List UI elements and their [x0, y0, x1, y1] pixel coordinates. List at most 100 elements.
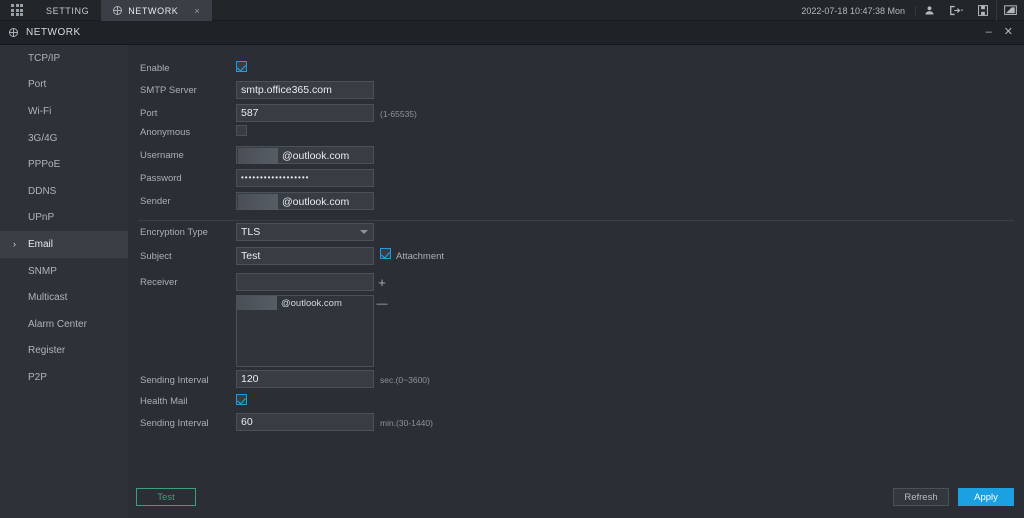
close-icon[interactable]: ×: [194, 5, 201, 16]
tab-network-label: NETWORK: [128, 5, 179, 16]
health-mail-label: Health Mail: [140, 396, 188, 407]
enable-checkbox[interactable]: [236, 61, 247, 72]
sidebar-item-label: Register: [28, 345, 66, 357]
main-panel: Enable SMTP Server Port (1-65535) Anonym…: [128, 45, 1024, 518]
tab-setting[interactable]: SETTING: [34, 0, 101, 21]
sidebar-item-label: Port: [28, 79, 47, 91]
sidebar-item-label: Wi-Fi: [28, 105, 52, 117]
redaction-block: [238, 148, 278, 164]
sender-input[interactable]: @outlook.com: [236, 192, 374, 210]
app-grid-button[interactable]: [0, 0, 34, 20]
display-icon[interactable]: [997, 0, 1024, 21]
receiver-item-value: @outlook.com: [281, 298, 342, 309]
sidebar-item-label: 3G/4G: [28, 132, 58, 144]
sidebar-item-label: PPPoE: [28, 159, 61, 171]
anonymous-checkbox[interactable]: [236, 125, 247, 136]
sidebar-item-upnp[interactable]: UPnP: [0, 205, 128, 232]
sidebar-item-wifi[interactable]: Wi-Fi: [0, 98, 128, 125]
chevron-right-icon: ›: [13, 239, 16, 250]
sidebar-item-label: TCP/IP: [28, 52, 61, 64]
username-value: @outlook.com: [282, 150, 350, 162]
receiver-list[interactable]: @outlook.com: [236, 295, 374, 367]
sidebar-item-label: Email: [28, 238, 54, 250]
encryption-type-label: Encryption Type: [140, 227, 208, 238]
window-controls: – ✕: [986, 27, 1024, 38]
sending-interval-sec-hint: sec.(0~3600): [380, 375, 430, 385]
chevron-down-icon: [360, 230, 368, 234]
refresh-button[interactable]: Refresh: [893, 488, 949, 506]
list-item[interactable]: @outlook.com: [237, 296, 373, 311]
port-hint: (1-65535): [380, 109, 417, 119]
password-input[interactable]: ••••••••••••••••••: [236, 169, 374, 187]
add-receiver-button[interactable]: +: [378, 275, 386, 290]
footer-actions: Test Refresh Apply: [128, 478, 1024, 518]
sender-value: @outlook.com: [282, 196, 350, 208]
tab-setting-label: SETTING: [46, 5, 90, 16]
close-window-icon[interactable]: ✕: [1003, 26, 1013, 38]
sidebar-item-p2p[interactable]: P2P: [0, 364, 128, 391]
user-icon[interactable]: [916, 0, 943, 21]
sidebar-item-label: SNMP: [28, 265, 57, 277]
sidebar-item-port[interactable]: Port: [0, 72, 128, 99]
minimize-icon[interactable]: –: [985, 26, 992, 38]
sidebar-item-3g4g[interactable]: 3G/4G: [0, 125, 128, 152]
sidebar-item-label: UPnP: [28, 212, 55, 224]
receiver-input[interactable]: [236, 273, 374, 291]
attachment-checkbox[interactable]: [380, 248, 391, 259]
sidebar-item-label: Alarm Center: [28, 318, 87, 330]
subject-input[interactable]: [236, 247, 374, 265]
globe-icon: [9, 28, 18, 37]
apply-button[interactable]: Apply: [958, 488, 1014, 506]
sending-interval-min-label: Sending Interval: [140, 418, 209, 429]
globe-icon: [113, 6, 123, 15]
sending-interval-min-hint: min.(30-1440): [380, 418, 433, 428]
top-bar-right: 2022-07-18 10:47:38 Mon: [791, 0, 1024, 21]
smtp-server-input[interactable]: [236, 81, 374, 99]
sidebar-item-snmp[interactable]: SNMP: [0, 258, 128, 285]
sidebar-item-multicast[interactable]: Multicast: [0, 284, 128, 311]
sending-interval-sec-input[interactable]: [236, 370, 374, 388]
receiver-label: Receiver: [140, 277, 178, 288]
section-divider: [138, 220, 1014, 221]
port-label: Port: [140, 108, 158, 119]
sidebar-item-label: Multicast: [28, 292, 68, 304]
smtp-server-label: SMTP Server: [140, 85, 197, 96]
password-value: ••••••••••••••••••: [241, 173, 310, 182]
enable-label: Enable: [140, 63, 170, 74]
email-settings-form: Enable SMTP Server Port (1-65535) Anonym…: [128, 45, 1024, 478]
grid-icon: [11, 4, 23, 16]
window-header: NETWORK – ✕: [0, 21, 1024, 45]
tab-network[interactable]: NETWORK ×: [101, 0, 213, 21]
sidebar-item-ddns[interactable]: DDNS: [0, 178, 128, 205]
password-label: Password: [140, 173, 182, 184]
subject-label: Subject: [140, 251, 172, 262]
sending-interval-min-input[interactable]: [236, 413, 374, 431]
health-mail-checkbox[interactable]: [236, 394, 247, 405]
test-button[interactable]: Test: [136, 488, 196, 506]
remove-receiver-button[interactable]: —: [376, 298, 388, 310]
clock: 2022-07-18 10:47:38 Mon: [791, 5, 916, 16]
sidebar-item-email[interactable]: › Email: [0, 231, 128, 258]
sidebar-item-tcpip[interactable]: TCP/IP: [0, 45, 128, 72]
sending-interval-sec-label: Sending Interval: [140, 375, 209, 386]
sidebar-item-alarm-center[interactable]: Alarm Center: [0, 311, 128, 338]
sidebar-item-label: DDNS: [28, 185, 57, 197]
attachment-label: Attachment: [396, 251, 445, 262]
sidebar-item-register[interactable]: Register: [0, 338, 128, 365]
encryption-type-select[interactable]: TLS: [236, 223, 374, 241]
port-input[interactable]: [236, 104, 374, 122]
logout-icon[interactable]: [943, 0, 970, 21]
anonymous-label: Anonymous: [140, 127, 191, 138]
redaction-block: [238, 194, 278, 210]
sidebar-item-label: P2P: [28, 371, 47, 383]
username-input[interactable]: @outlook.com: [236, 146, 374, 164]
username-label: Username: [140, 150, 184, 161]
sidebar-item-pppoe[interactable]: PPPoE: [0, 151, 128, 178]
shutdown-icon[interactable]: [970, 0, 997, 21]
top-bar: SETTING NETWORK × 2022-07-18 10:47:38 Mo…: [0, 0, 1024, 21]
page-title: NETWORK: [26, 27, 81, 38]
sidebar: TCP/IP Port Wi-Fi 3G/4G PPPoE DDNS UPnP …: [0, 45, 128, 518]
redaction-block: [237, 296, 277, 310]
encryption-type-value: TLS: [241, 226, 261, 238]
sender-label: Sender: [140, 196, 171, 207]
